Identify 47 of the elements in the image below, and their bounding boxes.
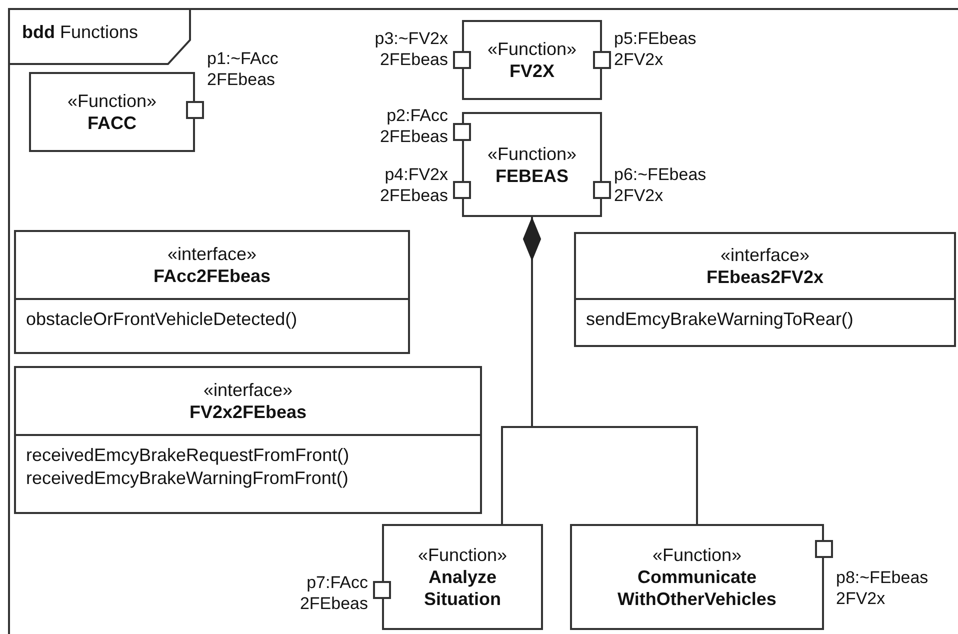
operation-text: obstacleOrFrontVehicleDetected() <box>26 308 298 331</box>
block-name: FACC <box>88 112 136 134</box>
function-block <box>462 20 602 100</box>
port-square <box>453 181 471 199</box>
operation-text: receivedEmcyBrakeRequestFromFront() <box>26 444 350 467</box>
stereotype-label: «Function» <box>652 544 742 566</box>
function-block <box>462 112 602 217</box>
stereotype-label: «Function» <box>487 38 577 60</box>
port-square <box>593 51 611 69</box>
port-square <box>453 123 471 141</box>
diagram-frame <box>8 8 958 634</box>
operation-text: receivedEmcyBrakeWarningFromFront() <box>26 467 350 490</box>
block-name: Communicate WithOtherVehicles <box>616 566 778 610</box>
port-square <box>373 581 391 599</box>
port-square <box>453 51 471 69</box>
stereotype-label: «interface» <box>203 379 293 401</box>
port-square <box>593 181 611 199</box>
stereotype-label: «Function» <box>418 544 508 566</box>
port-label: p4:FV2x 2FEbeas <box>380 164 448 206</box>
stereotype-label: «Function» <box>487 142 577 164</box>
interface-name: FV2x2FEbeas <box>189 401 307 423</box>
port-square <box>186 101 204 119</box>
port-square <box>815 540 833 558</box>
port-label: p7:FAcc 2FEbeas <box>300 572 368 614</box>
frame-title: bdd Functions <box>22 22 138 43</box>
block-name: FEBEAS <box>495 164 568 186</box>
interface-block <box>14 366 482 514</box>
block-name: FV2X <box>509 60 555 82</box>
function-block <box>29 72 195 152</box>
port-label: p6:~FEbeas 2FV2x <box>614 164 706 206</box>
port-label: p1:~FAcc 2FEbeas <box>207 48 278 90</box>
interface-block <box>574 232 956 347</box>
interface-name: FAcc2FEbeas <box>153 265 271 287</box>
function-block <box>382 524 543 630</box>
block-name: Analyze Situation <box>423 566 502 610</box>
port-label: p3:~FV2x 2FEbeas <box>374 28 448 70</box>
port-label: p8:~FEbeas 2FV2x <box>836 567 928 609</box>
stereotype-label: «Function» <box>67 90 157 112</box>
interface-name: FEbeas2FV2x <box>706 266 824 288</box>
stereotype-label: «interface» <box>167 243 257 265</box>
interface-block <box>14 230 410 354</box>
operation-text: sendEmcyBrakeWarningToRear() <box>586 308 854 331</box>
function-block <box>570 524 824 630</box>
stereotype-label: «interface» <box>720 244 810 266</box>
port-label: p5:FEbeas 2FV2x <box>614 28 696 70</box>
port-label: p2:FAcc 2FEbeas <box>380 105 448 147</box>
composition-line <box>523 217 698 524</box>
